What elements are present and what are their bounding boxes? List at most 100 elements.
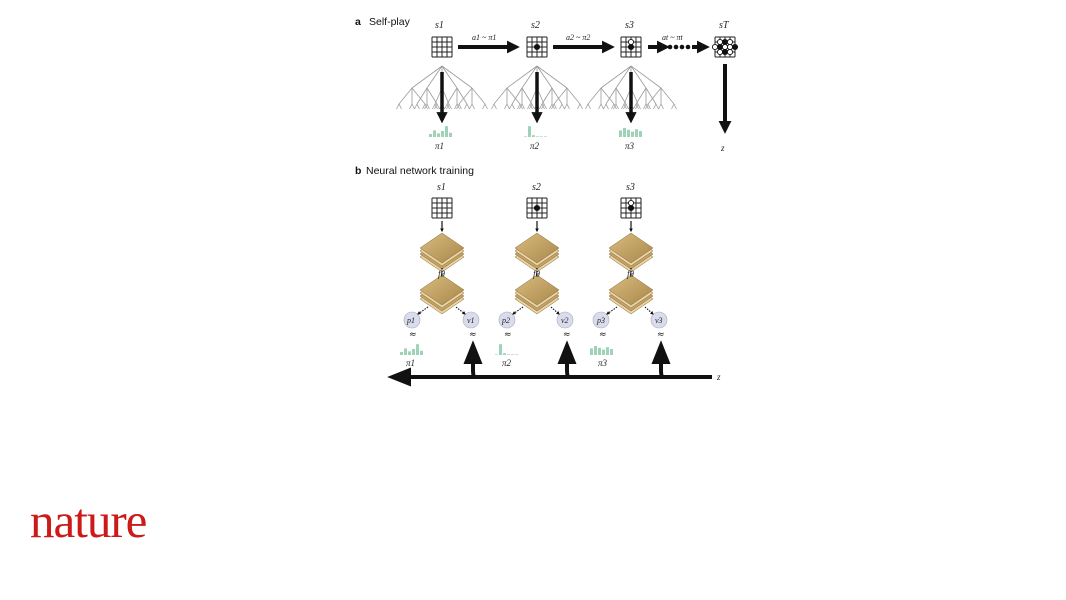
- policy-bar: [429, 134, 432, 137]
- tree-edge: [493, 103, 497, 110]
- policy-bar: [610, 349, 613, 355]
- network-label-2: fθ: [533, 269, 541, 279]
- target-policy-label-1: π1: [406, 358, 415, 368]
- panel-b-title: Neural network training: [366, 165, 474, 177]
- nn-state-label-s3: s3: [626, 182, 635, 193]
- tree-edge: [587, 87, 602, 105]
- policy-label-1: π1: [435, 141, 444, 151]
- tree-edge: [566, 87, 581, 105]
- policy-bar: [619, 130, 622, 137]
- network-layer: [514, 232, 560, 264]
- tree-edge: [536, 65, 553, 89]
- tree-edge: [564, 103, 568, 110]
- policy-bar: [408, 351, 411, 355]
- tree-edge: [441, 65, 473, 89]
- approx-policy-1: ≈: [409, 330, 417, 340]
- tree-edge: [506, 87, 521, 105]
- tree-edge: [409, 103, 413, 110]
- policy-out-label-3: p3: [596, 316, 605, 325]
- tree-edge: [645, 87, 657, 105]
- tree-edge: [543, 103, 547, 110]
- tree-edge: [441, 65, 458, 89]
- tree-edge: [469, 103, 473, 110]
- tree-edge: [603, 103, 607, 110]
- outcome-label-b: z: [716, 372, 721, 382]
- tree-edge: [458, 103, 462, 110]
- value-output-circle: [462, 311, 480, 329]
- tree-edge: [647, 103, 651, 110]
- tree-edge: [551, 87, 563, 105]
- target-policy-histogram-2: [495, 344, 518, 355]
- tree-edge: [436, 103, 440, 110]
- black-stone: [716, 43, 724, 51]
- tree-edge: [637, 103, 641, 110]
- tree-edge: [506, 103, 510, 110]
- policy-out-label-2: p2: [501, 316, 510, 325]
- policy-bar: [437, 133, 440, 137]
- policy-bar: [445, 126, 448, 137]
- policy-bar: [598, 347, 601, 355]
- neural-network-2: [514, 221, 560, 315]
- tree-edge: [615, 103, 619, 110]
- state-label-s3: s3: [625, 20, 634, 31]
- tree-edge: [471, 87, 486, 105]
- outcome-label-a: z: [720, 143, 725, 153]
- tree-edge: [506, 65, 538, 89]
- policy-bar: [528, 126, 531, 137]
- policy-bar: [495, 354, 498, 355]
- tree-edge: [529, 103, 533, 110]
- policy-bar: [507, 354, 510, 355]
- tree-edge: [660, 87, 675, 105]
- panel-a-letter: a: [355, 16, 361, 28]
- policy-histogram-2: [524, 126, 547, 137]
- black-stone: [721, 38, 729, 46]
- black-stone: [627, 43, 635, 51]
- white-stone: [726, 38, 734, 46]
- network-layer: [608, 232, 654, 264]
- tree-edge: [577, 103, 581, 110]
- white-stone: [716, 38, 724, 46]
- policy-bar: [503, 353, 506, 355]
- policy-head-arrow: [512, 306, 524, 315]
- tree-edge: [456, 103, 460, 110]
- tree-edge: [411, 87, 426, 105]
- tree-edge: [613, 103, 617, 110]
- tree-edge: [519, 103, 523, 110]
- tree-edge: [411, 103, 415, 110]
- policy-output-circle: [498, 311, 516, 329]
- black-stone: [721, 48, 729, 56]
- tree-edge: [585, 103, 589, 110]
- tree-edge: [541, 103, 545, 110]
- tree-edge: [613, 103, 617, 110]
- tree-edge: [458, 87, 473, 105]
- policy-bar: [511, 354, 514, 355]
- policy-output-circle: [403, 311, 421, 329]
- tree-edge: [559, 103, 563, 110]
- tree-edge: [623, 103, 627, 110]
- nn-state-label-s2: s2: [532, 182, 541, 193]
- tree-edge: [426, 87, 438, 105]
- white-stone: [627, 38, 635, 46]
- policy-bar: [532, 135, 535, 137]
- tree-edge: [446, 87, 458, 105]
- policy-bar: [536, 136, 539, 137]
- tree-edge: [660, 103, 664, 110]
- tree-edge: [549, 103, 553, 110]
- nn-go-board-s2: [526, 197, 548, 219]
- policy-bar: [449, 132, 452, 137]
- network-layer: [608, 274, 654, 306]
- tree-edge: [511, 103, 515, 110]
- tree-edge: [434, 103, 438, 110]
- policy-histogram-1: [429, 126, 452, 137]
- policy-out-label-1: p1: [406, 316, 415, 325]
- tree-edge: [673, 103, 677, 110]
- value-output-circle: [650, 311, 668, 329]
- black-stone: [533, 204, 541, 212]
- white-stone: [726, 43, 734, 51]
- tree-edge: [424, 103, 428, 110]
- tree-edge: [643, 103, 647, 110]
- policy-bar: [594, 346, 597, 355]
- policy-bar: [540, 136, 543, 137]
- outcome-return-path: [387, 340, 712, 387]
- tree-edge: [553, 87, 568, 105]
